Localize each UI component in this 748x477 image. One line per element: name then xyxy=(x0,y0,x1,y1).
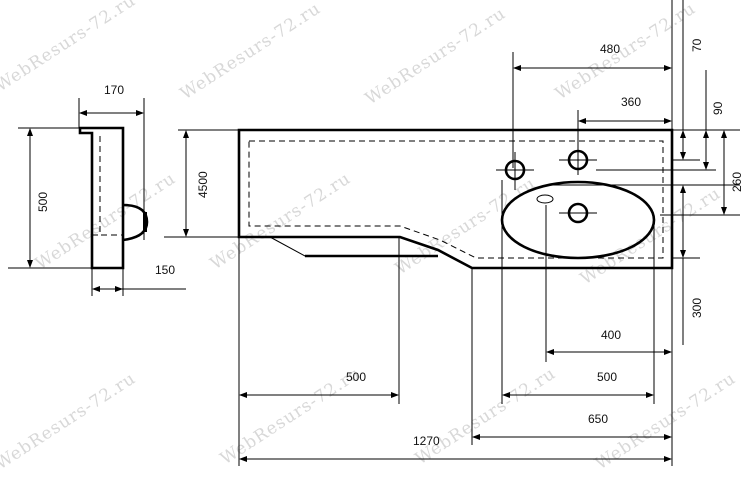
dim-side-width: 170 xyxy=(104,83,124,97)
front-view-inner-dashed xyxy=(248,140,664,259)
bowl xyxy=(500,180,656,260)
front-view-outline xyxy=(237,128,674,270)
watermark-text: WebResurs-72.ru xyxy=(0,0,140,96)
side-view: 170 500 150 xyxy=(8,83,186,296)
dim-side-depth: 150 xyxy=(155,263,175,277)
front-view: 4500 480 360 70 90 260 300 4 xyxy=(164,0,744,466)
watermark-text: WebResurs-72.ru xyxy=(362,3,510,109)
dim-offset-70: 70 xyxy=(690,38,704,52)
dim-front-height: 4500 xyxy=(196,171,210,198)
watermark-text: WebResurs-72.ru xyxy=(412,363,560,469)
overflow-hole xyxy=(536,194,554,204)
side-view-drain xyxy=(143,212,147,232)
watermark-text: WebResurs-72.ru xyxy=(177,0,325,104)
side-view-inner-dashed xyxy=(99,136,123,236)
dim-offset-260: 260 xyxy=(730,172,744,192)
watermark-text: WebResurs-72.ru xyxy=(207,168,355,274)
watermark-text: WebResurs-72.ru xyxy=(32,168,180,274)
dim-side-height: 500 xyxy=(36,192,50,212)
dim-right-650: 650 xyxy=(588,412,608,426)
watermark-text: WebResurs-72.ru xyxy=(577,183,725,289)
watermark-text: WebResurs-72.ru xyxy=(0,368,140,474)
dim-left-500: 500 xyxy=(346,370,366,384)
dim-bowl-500: 500 xyxy=(597,370,617,384)
dim-bowl-400: 400 xyxy=(601,328,621,342)
watermark-text: WebResurs-72.ru xyxy=(552,0,700,104)
dim-offset-300: 300 xyxy=(690,298,704,318)
watermark-text: WebResurs-72.ru xyxy=(592,368,740,474)
dim-tap-480: 480 xyxy=(600,42,620,56)
dim-total-1270: 1270 xyxy=(413,434,440,448)
dim-tap-360: 360 xyxy=(621,95,641,109)
dim-offset-90: 90 xyxy=(711,101,725,115)
side-view-outline xyxy=(78,126,125,270)
